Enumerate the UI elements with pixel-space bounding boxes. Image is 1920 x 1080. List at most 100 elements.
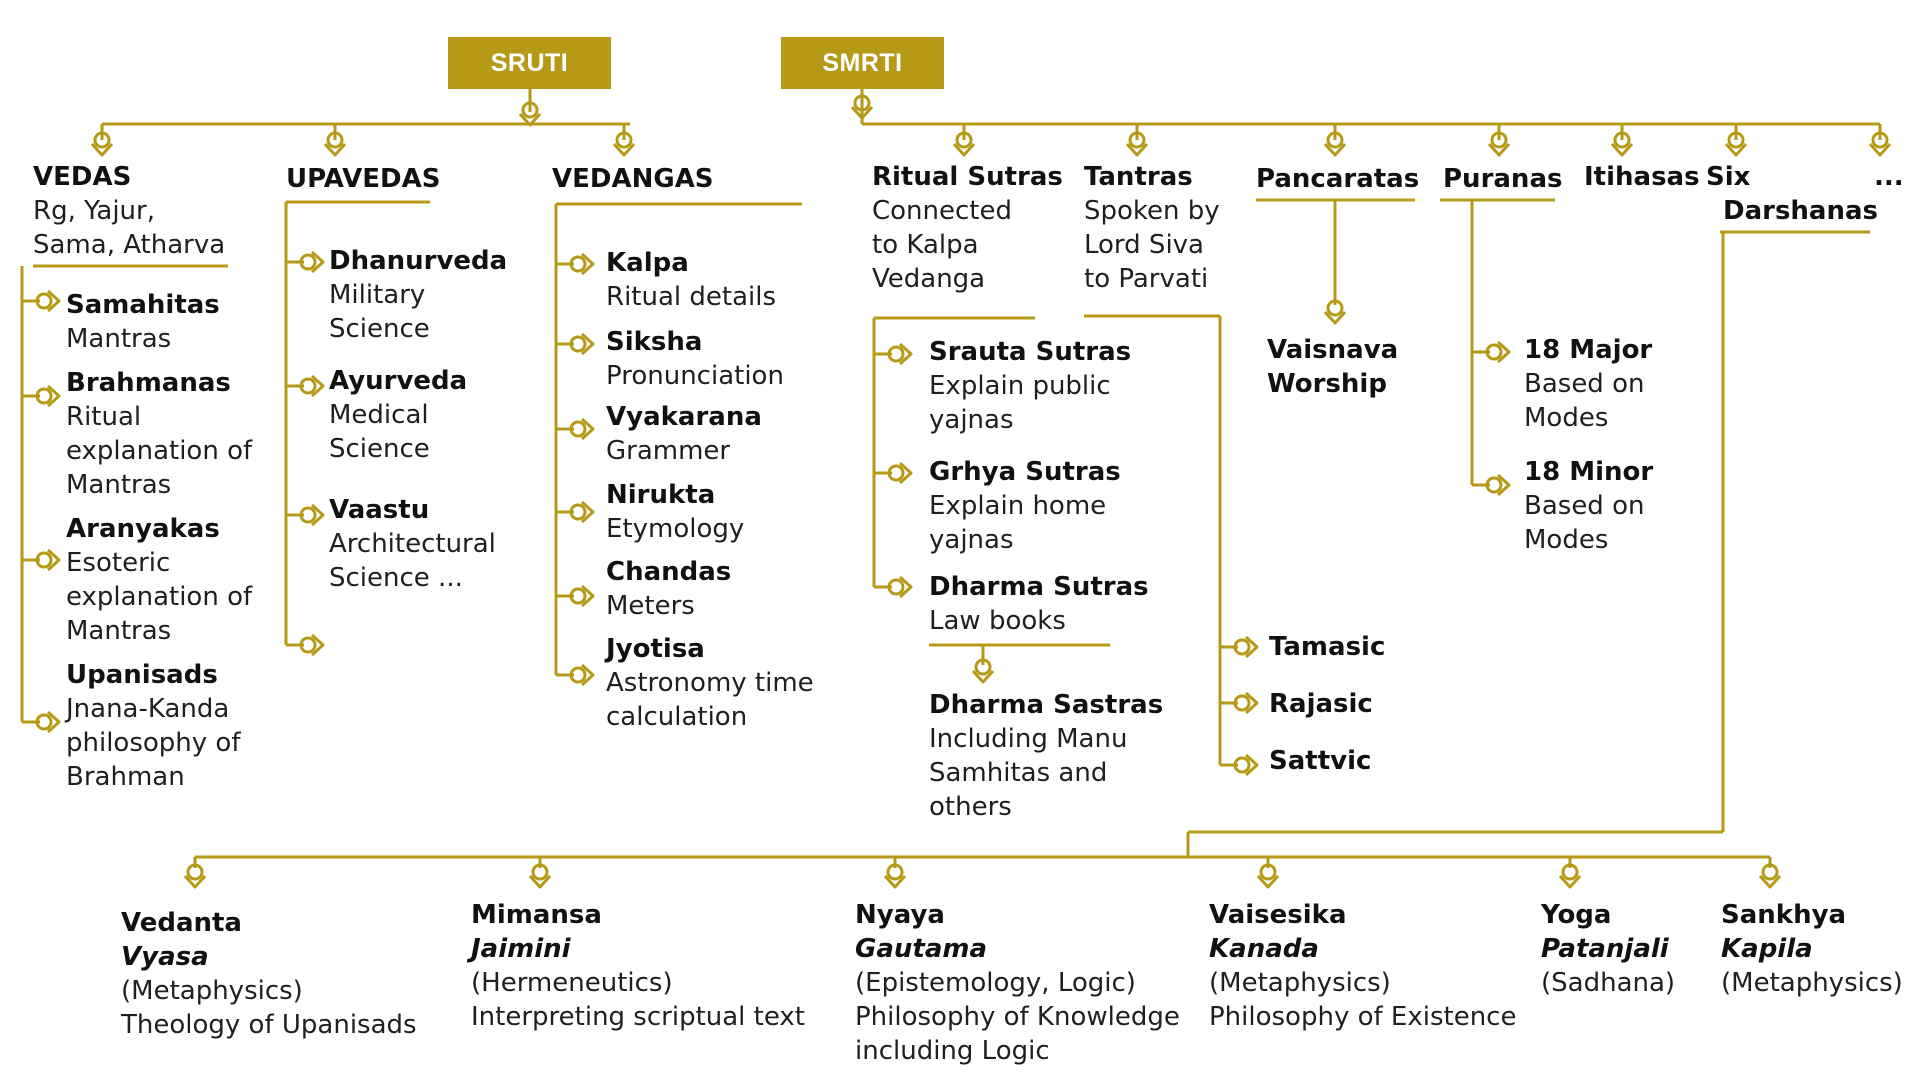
darshana-name: Vaisesika bbox=[1209, 900, 1347, 930]
arrow-down-icon bbox=[323, 131, 347, 157]
ritual-sutras-desc: Connected bbox=[872, 196, 1013, 226]
vedangas-item-vyakarana: Vyakarana Grammer bbox=[606, 400, 762, 468]
arrow-down-icon bbox=[1610, 131, 1634, 157]
arrow-right-icon bbox=[35, 384, 61, 408]
arrow-right-icon bbox=[1233, 753, 1259, 777]
item-title: Dharma Sutras bbox=[929, 572, 1149, 602]
arrow-right-icon bbox=[299, 250, 325, 274]
purana-item-major: 18 Major Based on Modes bbox=[1524, 333, 1652, 435]
arrow-down-icon bbox=[1256, 863, 1280, 889]
tantras-desc: to Parvati bbox=[1084, 264, 1209, 294]
arrow-down-icon bbox=[883, 863, 907, 889]
darshana-desc: (Hermeneutics) bbox=[471, 968, 673, 998]
arrow-down-icon bbox=[1868, 131, 1892, 157]
arrow-down-icon bbox=[952, 131, 976, 157]
item-title: Ayurveda bbox=[329, 366, 468, 396]
itihasas-node: Itihasas bbox=[1584, 160, 1700, 194]
item-desc: Science bbox=[329, 314, 430, 344]
darshana-desc: (Metaphysics) bbox=[1209, 968, 1391, 998]
arrow-right-icon bbox=[569, 417, 595, 441]
darshana-author: Patanjali bbox=[1541, 934, 1669, 964]
darshana-desc: (Epistemology, Logic) bbox=[855, 968, 1136, 998]
item-desc: Architectural bbox=[329, 529, 496, 559]
darshana-author: Kanada bbox=[1209, 934, 1319, 964]
item-desc: Military bbox=[329, 280, 426, 310]
darshana-desc: (Sadhana) bbox=[1541, 968, 1676, 998]
arrow-down-icon bbox=[528, 863, 552, 889]
vedangas-item-kalpa: Kalpa Ritual details bbox=[606, 246, 776, 314]
arrow-down-icon bbox=[1558, 863, 1582, 889]
arrow-right-icon bbox=[299, 374, 325, 398]
vedas-desc-line: Sama, Atharva bbox=[33, 230, 226, 260]
arrow-right-icon bbox=[35, 289, 61, 313]
item-desc: Science ... bbox=[329, 563, 463, 593]
item-desc: Brahman bbox=[66, 762, 185, 792]
ritual-item-dharma-sutras: Dharma Sutras Law books bbox=[929, 570, 1149, 638]
tantra-item-rajasic: Rajasic bbox=[1269, 687, 1373, 721]
arrow-right-icon bbox=[887, 342, 913, 366]
item-desc: Based on bbox=[1524, 491, 1645, 521]
dharma-sastras-desc: others bbox=[929, 792, 1012, 822]
ritual-item-srauta-sutras: Srauta Sutras Explain public yajnas bbox=[929, 335, 1131, 437]
item-desc: Law books bbox=[929, 606, 1066, 636]
darshana-nyaya: Nyaya Gautama (Epistemology, Logic) Phil… bbox=[855, 898, 1180, 1068]
item-desc: Explain public bbox=[929, 371, 1111, 401]
upavedas-item-ayurveda: Ayurveda Medical Science bbox=[329, 364, 467, 466]
item-title: Samahitas bbox=[66, 290, 220, 320]
six-word: Six bbox=[1706, 162, 1751, 192]
item-title: Kalpa bbox=[606, 248, 689, 278]
arrow-right-icon bbox=[569, 332, 595, 356]
item-title: Nirukta bbox=[606, 480, 716, 510]
ritual-sutras-desc: Vedanga bbox=[872, 264, 986, 294]
darshana-sankhya: Sankhya Kapila (Metaphysics) bbox=[1721, 898, 1903, 1000]
arrow-right-icon bbox=[1485, 473, 1511, 497]
darshana-name: Mimansa bbox=[471, 900, 602, 930]
darshana-author: Kapila bbox=[1721, 934, 1813, 964]
darshana-desc: Philosophy of Existence bbox=[1209, 1002, 1517, 1032]
item-desc: Grammer bbox=[606, 436, 731, 466]
smrti-box: SMRTI bbox=[781, 37, 944, 89]
arrow-down-icon bbox=[1487, 131, 1511, 157]
vedas-item-aranyakas: Aranyakas Esoteric explanation of Mantra… bbox=[66, 512, 252, 648]
ritual-item-grhya-sutras: Grhya Sutras Explain home yajnas bbox=[929, 455, 1121, 557]
darshana-author: Vyasa bbox=[121, 942, 209, 972]
vaisnava-line: Worship bbox=[1267, 369, 1387, 399]
item-desc: Ritual bbox=[66, 402, 142, 432]
vedas-node: VEDAS Rg, Yajur, Sama, Atharva bbox=[33, 160, 225, 262]
item-desc: Based on bbox=[1524, 369, 1645, 399]
more-ellipsis: ... bbox=[1874, 160, 1904, 194]
arrow-down-icon bbox=[850, 94, 874, 120]
vedangas-item-nirukta: Nirukta Etymology bbox=[606, 478, 744, 546]
arrow-right-icon bbox=[299, 503, 325, 527]
item-desc: Modes bbox=[1524, 403, 1609, 433]
puranas-node: Puranas bbox=[1443, 162, 1562, 196]
tantras-title: Tantras bbox=[1084, 162, 1193, 192]
item-desc: Astronomy time bbox=[606, 668, 814, 698]
arrow-down-icon bbox=[183, 863, 207, 889]
darshana-yoga: Yoga Patanjali (Sadhana) bbox=[1541, 898, 1675, 1000]
itihasas-title: Itihasas bbox=[1584, 162, 1700, 192]
pancaratas-title: Pancaratas bbox=[1256, 164, 1420, 194]
upavedas-title: UPAVEDAS bbox=[286, 164, 441, 194]
dharma-sastras-node: Dharma Sastras Including Manu Samhitas a… bbox=[929, 688, 1163, 824]
darshana-desc: Philosophy of Knowledge bbox=[855, 1002, 1180, 1032]
arrow-down-icon bbox=[1724, 131, 1748, 157]
arrow-down-icon bbox=[612, 131, 636, 157]
arrow-right-icon bbox=[1233, 635, 1259, 659]
arrow-right-icon bbox=[1485, 340, 1511, 364]
item-desc: Etymology bbox=[606, 514, 745, 544]
item-desc: Esoteric bbox=[66, 548, 171, 578]
vaisnava-line: Vaisnava bbox=[1267, 335, 1399, 365]
tantras-desc: Lord Siva bbox=[1084, 230, 1204, 260]
darshana-author: Gautama bbox=[855, 934, 988, 964]
dharma-sastras-desc: Samhitas and bbox=[929, 758, 1108, 788]
vedas-item-brahmanas: Brahmanas Ritual explanation of Mantras bbox=[66, 366, 252, 502]
item-title: Upanisads bbox=[66, 660, 218, 690]
item-title: Siksha bbox=[606, 327, 703, 357]
puranas-title: Puranas bbox=[1443, 164, 1563, 194]
ritual-sutras-title: Ritual Sutras bbox=[872, 162, 1063, 192]
upavedas-item-dhanurveda: Dhanurveda Military Science bbox=[329, 244, 507, 346]
vedangas-item-jyotisa: Jyotisa Astronomy time calculation bbox=[606, 632, 814, 734]
item-desc: yajnas bbox=[929, 405, 1014, 435]
